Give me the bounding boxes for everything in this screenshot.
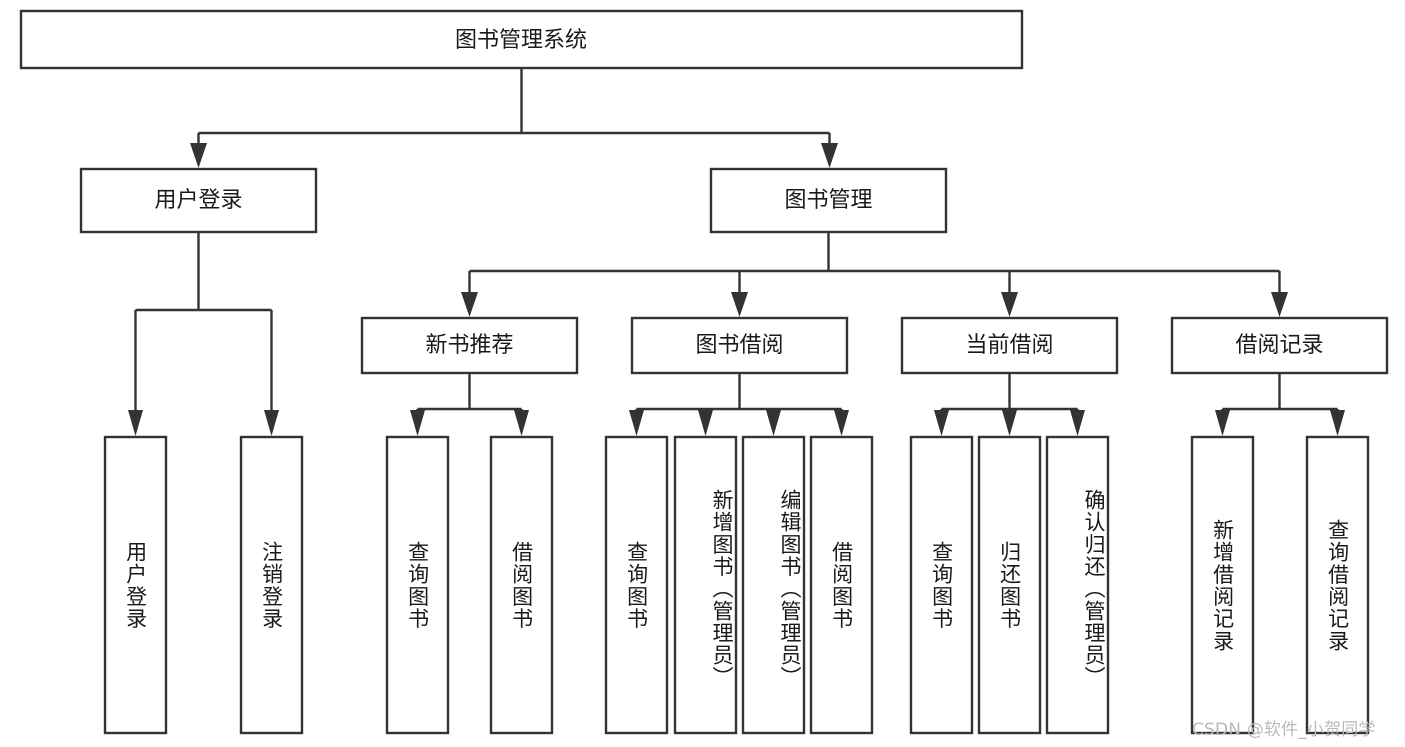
node-leaf-user-logout-box[interactable] (239, 435, 304, 735)
node-leaf-user-login-box[interactable] (103, 435, 168, 735)
node-user-login-label: 用户登录 (154, 188, 242, 213)
arrowhead-root-to-userlogin (190, 143, 207, 168)
node-leaf-add-record-box[interactable] (1190, 435, 1255, 735)
node-borrow-record-box[interactable] (1170, 316, 1389, 375)
node-new-book-recommend-label: 新书推荐 (425, 333, 513, 358)
node-leaf-edit-book-box[interactable] (741, 435, 806, 735)
node-leaf-query-book-1-box[interactable] (385, 435, 450, 735)
node-current-borrow-box[interactable] (900, 316, 1119, 375)
node-root-label: 图书管理系统 (455, 28, 587, 53)
node-leaf-add-book-box[interactable] (673, 435, 738, 735)
arrowhead-root-to-bookmgmt (821, 143, 838, 168)
arrowhead-newbook-leaf-2 (514, 410, 529, 436)
arrowhead-currentborrow-leaf-2 (1002, 410, 1017, 436)
node-new-book-recommend-box[interactable] (360, 316, 579, 375)
node-leaf-query-book-3-box[interactable] (909, 435, 974, 735)
arrowhead-bookmgmt-l2-4 (1271, 292, 1288, 317)
node-leaf-return-book-box[interactable] (977, 435, 1042, 735)
node-leaf-query-book-2-box[interactable] (604, 435, 669, 735)
arrowhead-borrowrecord-leaf-1 (1215, 410, 1230, 436)
node-leaf-borrow-book-1-box[interactable] (489, 435, 554, 735)
node-leaf-query-record-box[interactable] (1305, 435, 1370, 735)
arrowhead-bookmgmt-l2-2 (731, 292, 748, 317)
arrowhead-currentborrow-leaf-3 (1070, 410, 1085, 436)
arrowhead-bookborrow-leaf-4 (834, 410, 849, 436)
arrowhead-bookborrow-leaf-2 (698, 410, 713, 436)
node-root-box[interactable] (19, 9, 1024, 70)
node-book-borrow-label: 图书借阅 (695, 333, 783, 358)
arrowhead-bookmgmt-l2-3 (1001, 292, 1018, 317)
arrowhead-userlogin-leaf-2 (264, 410, 279, 436)
node-current-borrow-label: 当前借阅 (965, 333, 1053, 358)
node-book-management-label: 图书管理 (784, 188, 872, 213)
node-borrow-record-label: 借阅记录 (1235, 333, 1323, 358)
csdn-watermark: CSDN @软件_小贺同学 (1192, 720, 1376, 740)
arrowhead-bookborrow-leaf-3 (766, 410, 781, 436)
node-book-borrow-box[interactable] (630, 316, 849, 375)
arrowhead-borrowrecord-leaf-2 (1330, 410, 1345, 436)
node-book-management-box[interactable] (709, 167, 948, 234)
arrowhead-userlogin-leaf-1 (128, 410, 143, 436)
arrowhead-bookborrow-leaf-1 (629, 410, 644, 436)
arrowhead-currentborrow-leaf-1 (934, 410, 949, 436)
arrowhead-bookmgmt-l2-1 (461, 292, 478, 317)
node-leaf-borrow-book-2-box[interactable] (809, 435, 874, 735)
node-leaf-confirm-return-box[interactable] (1045, 435, 1110, 735)
arrowhead-newbook-leaf-1 (410, 410, 425, 436)
